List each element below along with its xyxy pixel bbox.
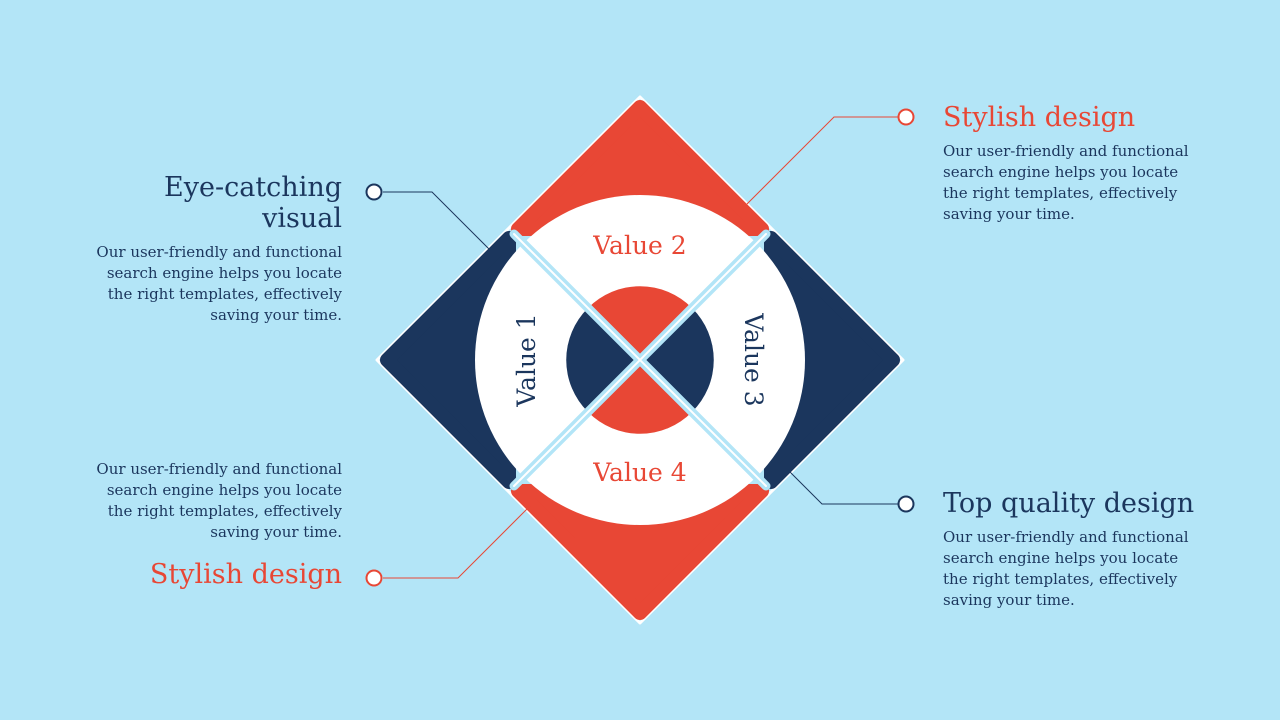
callout-bottom-right-body: Our user-friendly and functional search …: [943, 528, 1189, 610]
callout-top-left: Eye-catching visual Our user-friendly an…: [90, 172, 342, 326]
cross-separators: [509, 229, 771, 491]
callout-top-left-title: Eye-catching visual: [164, 172, 342, 235]
callout-bottom-right: Top quality design Our user-friendly and…: [943, 488, 1195, 611]
connector-top-right: [746, 116, 898, 205]
connector-dot-bottom-left: [365, 569, 383, 587]
connector-dot-top-left: [365, 183, 383, 201]
value-2-label: Value 2: [592, 231, 686, 260]
callout-top-right: Stylish design Our user-friendly and fun…: [943, 102, 1195, 225]
callout-bottom-left: Our user-friendly and functional search …: [90, 459, 342, 598]
value-4-label: Value 4: [592, 458, 686, 487]
callout-top-right-body: Our user-friendly and functional search …: [943, 142, 1189, 224]
connector-dot-bottom-right: [897, 495, 915, 513]
callout-top-left-body: Our user-friendly and functional search …: [96, 243, 342, 325]
value-1-label: Value 1: [512, 313, 541, 407]
connector-bottom-left: [383, 505, 531, 579]
value-3-label: Value 3: [739, 312, 768, 406]
outer-diamond-outline: [375, 95, 905, 625]
connector-bottom-right: [787, 469, 898, 505]
callout-bottom-right-title: Top quality design: [943, 488, 1195, 519]
callout-bottom-left-title: Stylish design: [149, 559, 342, 590]
callout-bottom-left-body: Our user-friendly and functional search …: [96, 460, 342, 541]
callout-top-right-title: Stylish design: [943, 102, 1136, 133]
connector-top-left: [383, 191, 491, 251]
inner-circle: [566, 286, 714, 434]
connector-dot-top-right: [897, 108, 915, 126]
